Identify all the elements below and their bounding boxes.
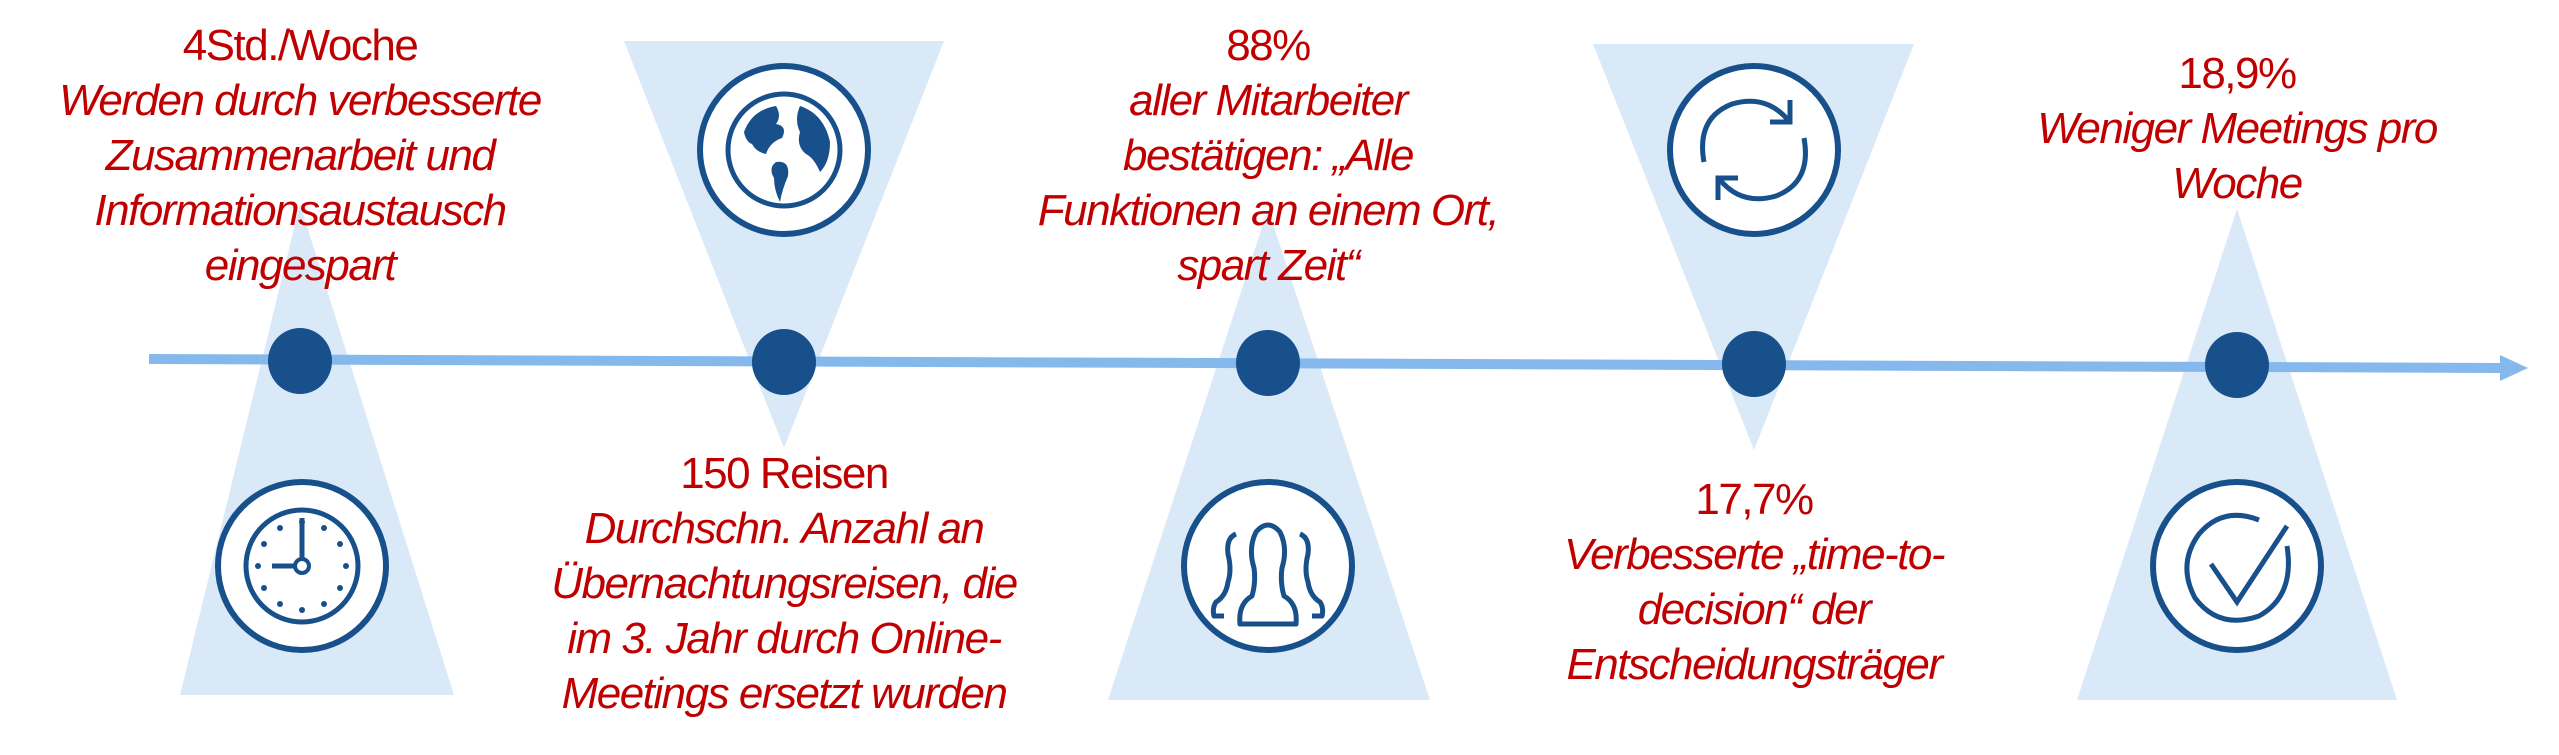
milestone-desc-line: Durchschn. Anzahl an (584, 504, 985, 553)
milestone-title: 17,7% (1695, 475, 1814, 524)
milestone-desc-line: eingespart (204, 241, 397, 290)
milestone-desc-line: Woche (2172, 159, 2303, 208)
milestone-text-4: 17,7% Verbesserte „time-to- decision“ de… (1394, 472, 2114, 692)
timeline-arrowhead (2500, 355, 2528, 381)
milestone-desc-line: decision“ der (1637, 585, 1872, 634)
people-icon (1181, 479, 1355, 653)
timeline-dot-5 (2205, 332, 2269, 398)
milestone-desc-line: im 3. Jahr durch Online- (567, 614, 1002, 663)
milestone-title: 88% (1226, 21, 1311, 70)
milestone-text-5: 18,9% Weniger Meetings pro Woche (1877, 46, 2559, 211)
milestone-desc-line: Entscheidungsträger (1566, 640, 1943, 689)
milestone-desc-line: Übernachtungsreisen, die (551, 559, 1018, 608)
timeline-dot-3 (1236, 330, 1300, 396)
milestone-desc-line: Weniger Meetings pro (2037, 104, 2438, 153)
milestone-desc-line: Funktionen an einem Ort, (1037, 186, 1500, 235)
globe-icon (697, 63, 871, 237)
timeline-dot-1 (268, 328, 332, 394)
milestone-desc-line: Meetings ersetzt wurden (561, 669, 1008, 718)
refresh-icon (1667, 63, 1841, 237)
milestone-title: 150 Reisen (680, 449, 889, 498)
milestone-title: 18,9% (2178, 49, 2297, 98)
checkmark-icon (2150, 479, 2324, 653)
timeline-axis (148, 354, 2501, 373)
milestone-desc-line: Informationsaustausch (94, 186, 507, 235)
timeline-dot-4 (1722, 331, 1786, 397)
milestone-desc-line: spart Zeit“ (1177, 241, 1360, 290)
milestone-desc-line: Werden durch verbesserte (59, 76, 542, 125)
milestone-text-2: 150 Reisen Durchschn. Anzahl an Übernach… (424, 446, 1144, 721)
milestone-title: 4Std./Woche (182, 21, 419, 70)
milestone-desc-line: Zusammenarbeit und (105, 131, 496, 180)
milestone-text-1: 4Std./Woche Werden durch verbesserte Zus… (0, 18, 660, 293)
milestone-desc-line: bestätigen: „Alle (1122, 131, 1415, 180)
milestone-text-3: 88% aller Mitarbeiter bestätigen: „Alle … (908, 18, 1628, 293)
milestone-desc-line: aller Mitarbeiter (1129, 76, 1408, 125)
clock-icon (215, 479, 389, 653)
timeline-dot-2 (752, 329, 816, 395)
milestone-desc-line: Verbesserte „time-to- (1563, 530, 1946, 579)
